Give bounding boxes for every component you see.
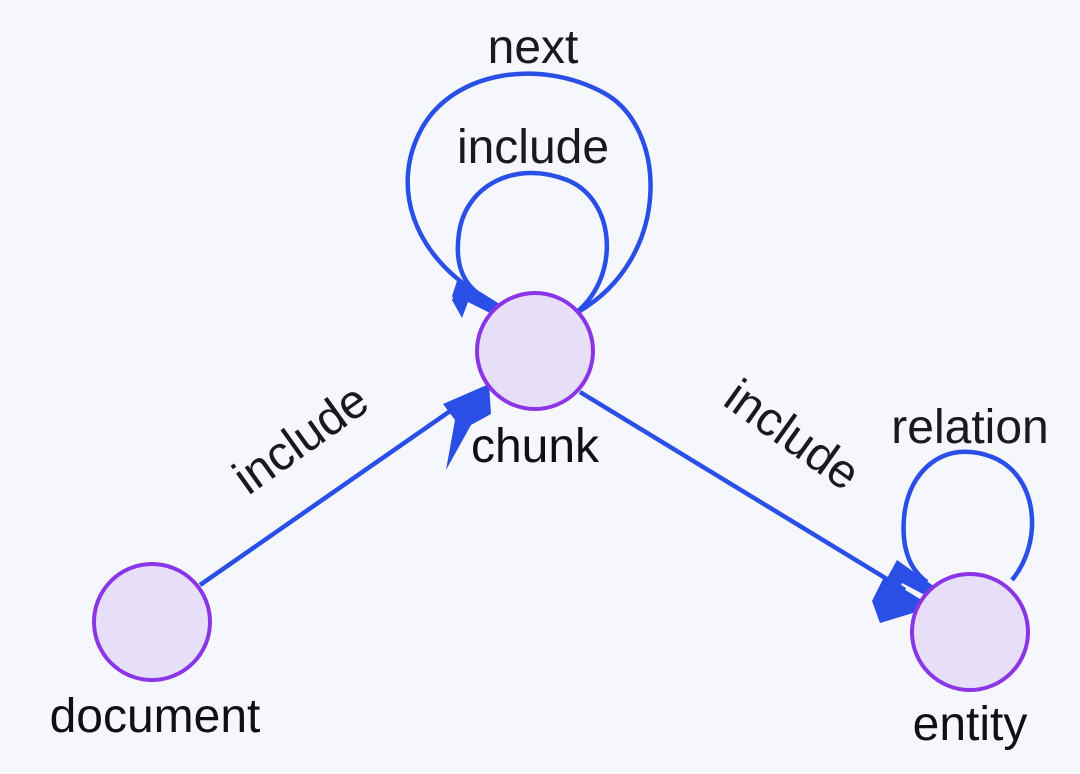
node-circle-entity	[910, 572, 1030, 692]
edge-line-chunk-next-loop	[405, 71, 653, 314]
arrowhead-document-chunk	[443, 384, 491, 470]
node-circle-document	[92, 562, 212, 682]
edge-label-chunk-next-chunk: next	[488, 21, 579, 74]
edge-line-document-chunk	[198, 398, 468, 587]
edge-line-chunk-include-loop	[455, 170, 609, 317]
edge-label-entity-relation-entity: relation	[891, 401, 1048, 454]
node-label-chunk: chunk	[471, 420, 600, 473]
edge-line-chunk-entity	[578, 390, 907, 592]
node-label-entity: entity	[913, 698, 1028, 751]
edge-line-entity-relation-loop	[901, 449, 1035, 584]
node-chunk[interactable]: chunk	[471, 291, 600, 473]
edge-document-include-chunk[interactable]	[198, 384, 491, 587]
node-circle-chunk	[475, 291, 595, 411]
edge-label-chunk-include-chunk: include	[457, 121, 609, 174]
node-label-document: document	[50, 690, 261, 743]
node-document[interactable]: document	[50, 562, 261, 743]
node-entity[interactable]: entity	[910, 572, 1030, 751]
